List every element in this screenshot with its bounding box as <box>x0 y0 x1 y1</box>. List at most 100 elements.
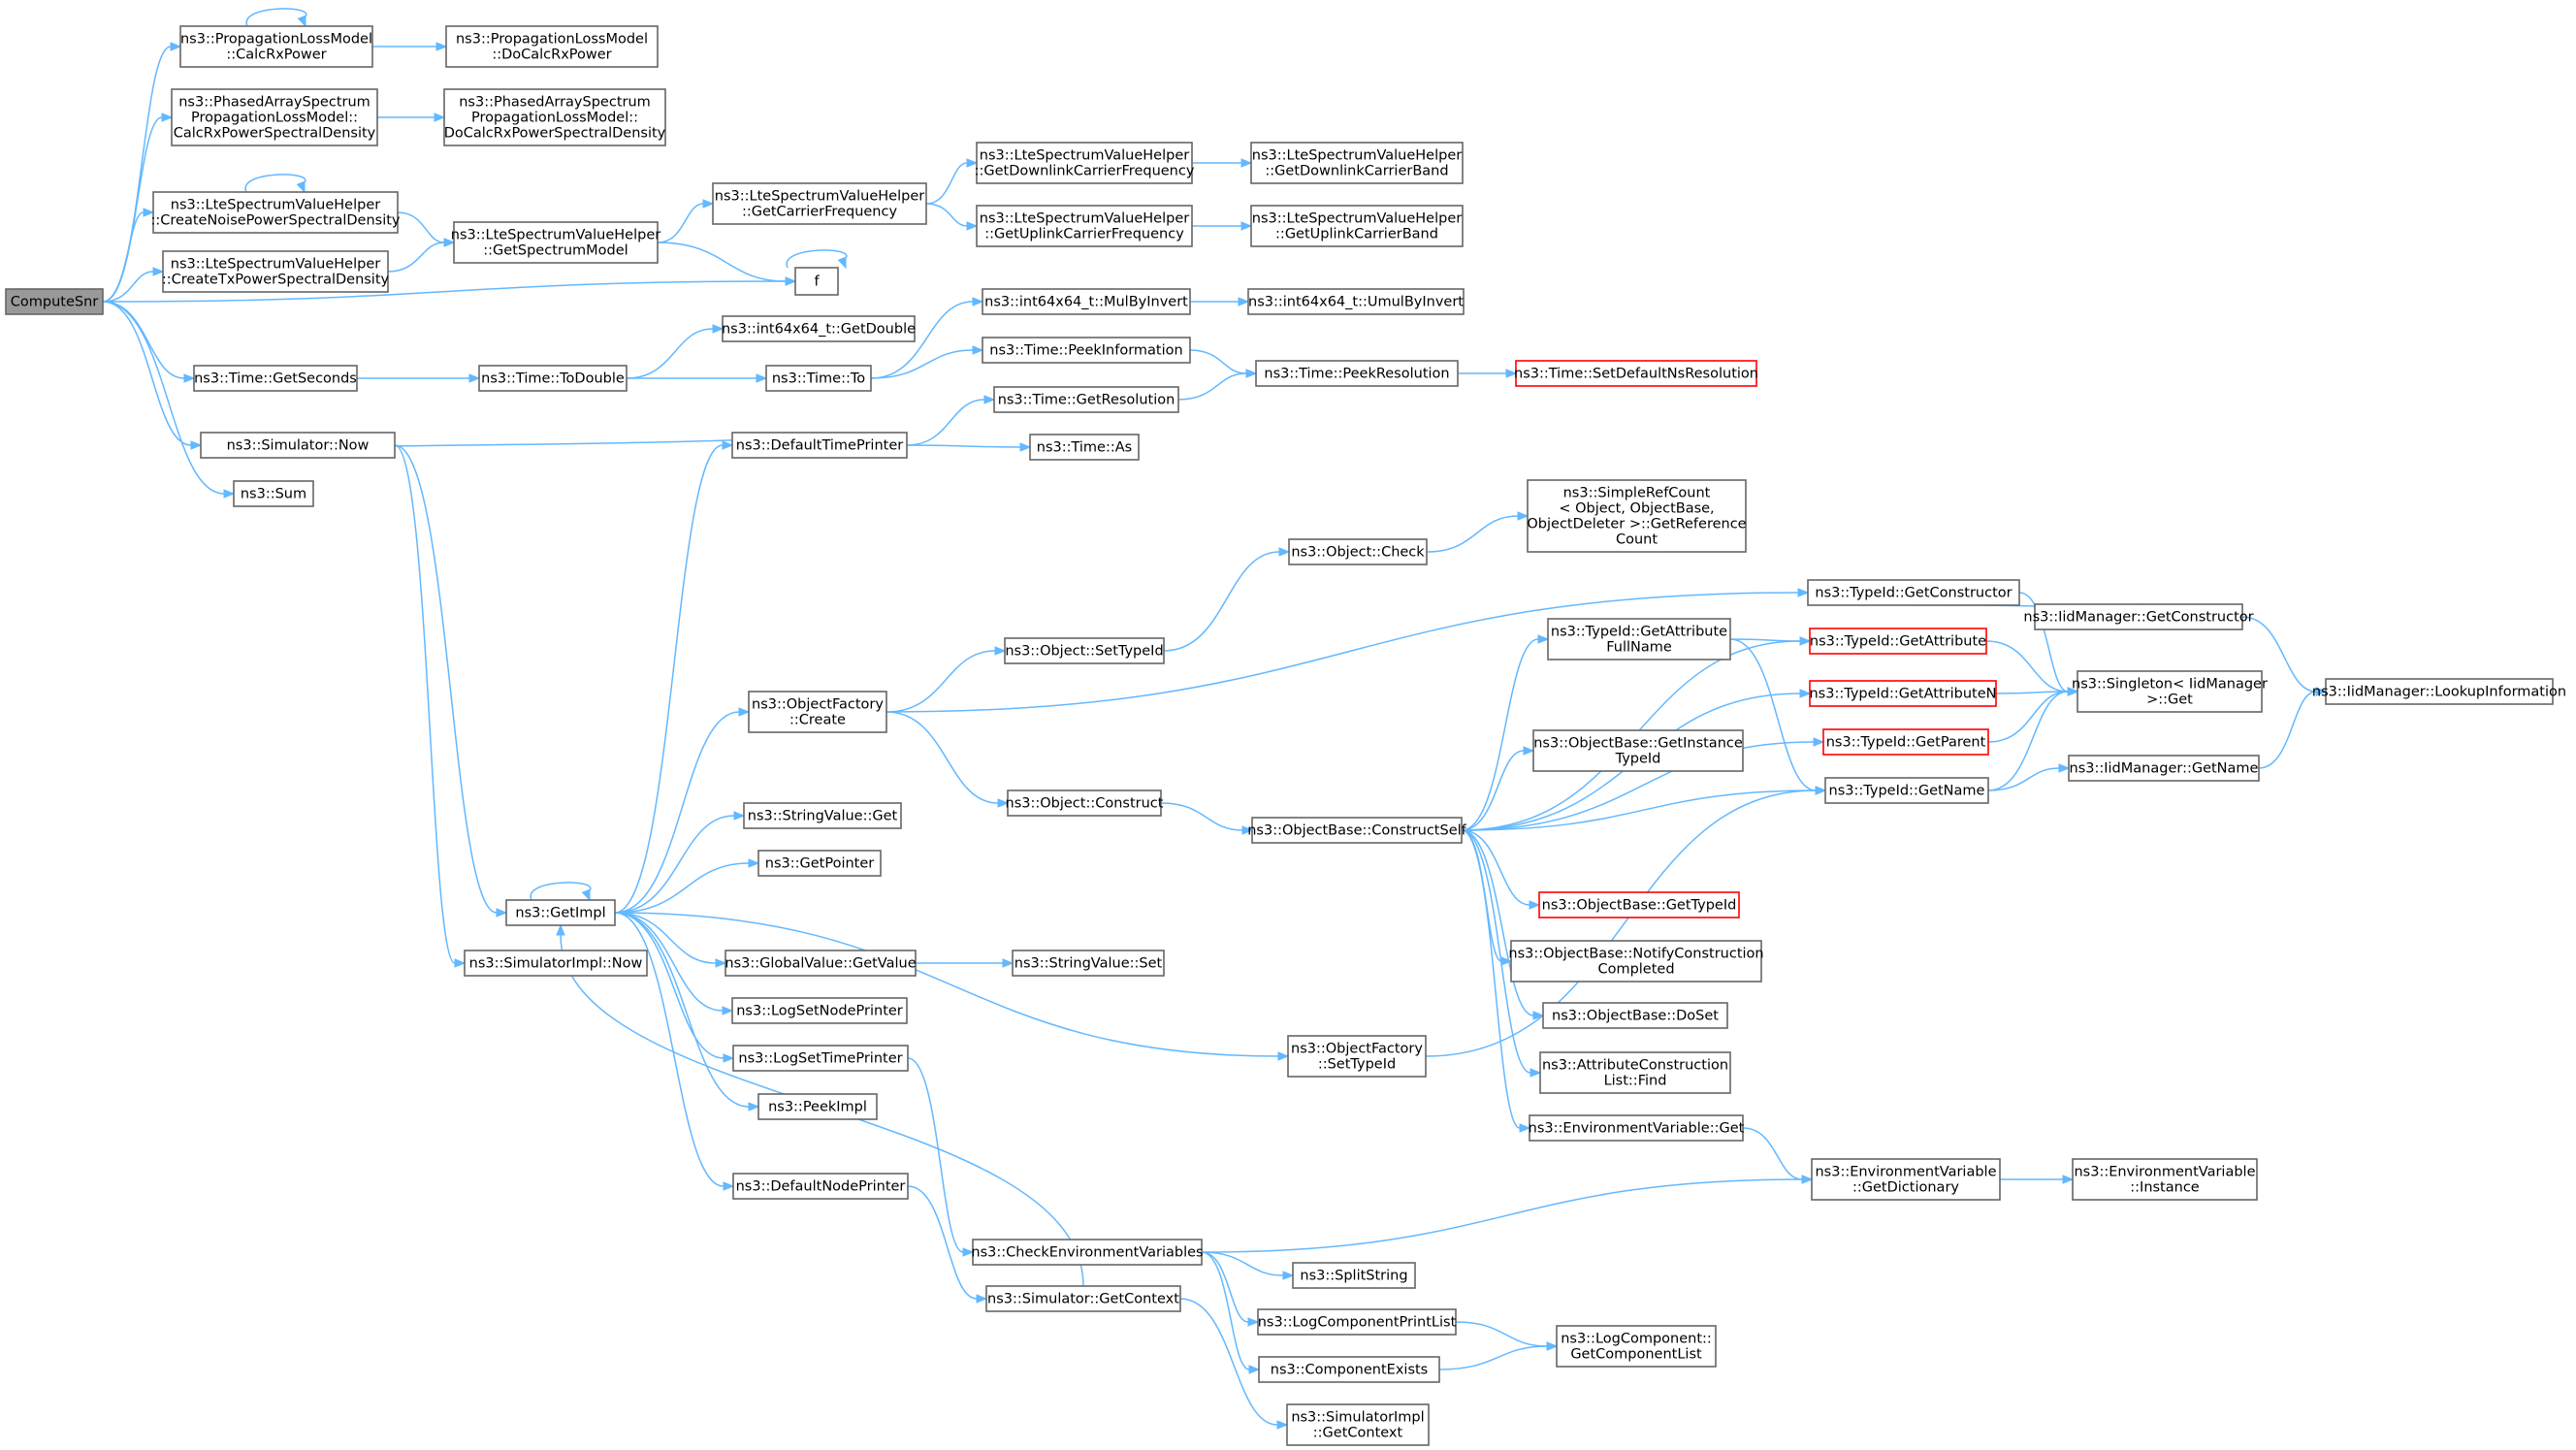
edge-line <box>1163 551 1280 652</box>
node-objfactory-settypeid[interactable]: ns3::ObjectFactory::SetTypeId <box>1287 1035 1427 1078</box>
node-componentexists[interactable]: ns3::ComponentExists <box>1258 1356 1440 1383</box>
node-obj-check[interactable]: ns3::Object::Check <box>1288 538 1428 565</box>
node-objbase-constructself[interactable]: ns3::ObjectBase::ConstructSelf <box>1247 817 1467 844</box>
node-box <box>171 88 378 146</box>
edge-time-todouble-to-time-to <box>627 373 768 383</box>
edge-checkenvvars-to-componentexists <box>1201 1251 1261 1374</box>
node-simimpl-now[interactable]: ns3::SimulatorImpl::Now <box>464 950 648 977</box>
node-peekimpl[interactable]: ns3::PeekImpl <box>757 1093 878 1120</box>
node-label: ns3::Time::To <box>772 371 865 387</box>
node-label: ns3::PeekImpl <box>768 1100 867 1115</box>
node-plm-calcrxpower[interactable]: ns3::PropagationLossModel::CalcRxPower <box>179 25 373 68</box>
node-envvar-instance[interactable]: ns3::EnvironmentVariable::Instance <box>2072 1158 2258 1201</box>
node-lte-getcarrierfreq[interactable]: ns3::LteSpectrumValueHelper::GetCarrierF… <box>712 182 927 225</box>
edge-line <box>1995 691 2069 694</box>
node-obj-settypeid[interactable]: ns3::Object::SetTypeId <box>1004 637 1165 664</box>
node-typeid-getconstructor[interactable]: ns3::TypeId::GetConstructor <box>1807 579 2020 606</box>
node-objbase-doset[interactable]: ns3::ObjectBase::DoSet <box>1542 1002 1728 1029</box>
node-plm-docalcrxpower[interactable]: ns3::PropagationLossModel::DoCalcRxPower <box>445 25 659 68</box>
node-typeid-getattribute[interactable]: ns3::TypeId::GetAttribute <box>1809 628 1987 655</box>
node-pas-docalcpsd[interactable]: ns3::PhasedArraySpectrumPropagationLossM… <box>443 88 666 146</box>
node-computesnr[interactable]: ComputeSnr <box>5 288 104 315</box>
node-simplerefcount[interactable]: ns3::SimpleRefCount< Object, ObjectBase,… <box>1527 479 1747 553</box>
node-label: ::Create <box>789 713 846 728</box>
node-defaultnodeprinter[interactable]: ns3::DefaultNodePrinter <box>732 1173 909 1200</box>
edge-line <box>1987 691 2069 791</box>
edge-arrowhead <box>723 1053 735 1063</box>
node-sim-getcontext[interactable]: ns3::Simulator::GetContext <box>985 1285 1181 1312</box>
edge-line <box>1461 829 1534 1016</box>
node-label: Completed <box>1597 962 1674 978</box>
node-objbase-gettypeid[interactable]: ns3::ObjectBase::GetTypeId <box>1538 891 1740 918</box>
node-time-peekinformation[interactable]: ns3::Time::PeekInformation <box>982 337 1191 364</box>
edge-arrowhead <box>1537 634 1550 644</box>
node-objfactory-create[interactable]: ns3::ObjectFactory::Create <box>748 691 887 733</box>
node-checkenvvars[interactable]: ns3::CheckEnvironmentVariables <box>971 1239 1204 1266</box>
node-lte-getulcarrierfreq[interactable]: ns3::LteSpectrumValueHelper::GetUplinkCa… <box>976 205 1193 247</box>
node-pas-calcpsd[interactable]: ns3::PhasedArraySpectrumPropagationLossM… <box>171 88 378 146</box>
node-iidmgr-lookup[interactable]: ns3::IidManager::LookupInformation <box>2312 678 2566 705</box>
node-defaulttimeprinter[interactable]: ns3::DefaultTimePrinter <box>731 432 908 459</box>
node-obj-construct[interactable]: ns3::Object::Construct <box>1006 789 1164 817</box>
node-lte-getspectrummodel[interactable]: ns3::LteSpectrumValueHelper::GetSpectrum… <box>451 221 660 264</box>
node-label: ns3::TypeId::GetAttribute <box>1551 625 1727 640</box>
edge-arrowhead <box>454 958 467 968</box>
node-envvar-getdictionary[interactable]: ns3::EnvironmentVariable::GetDictionary <box>1811 1158 2001 1201</box>
edge-line <box>1160 802 1243 831</box>
node-label: ns3::TypeId::GetAttributeN <box>1809 687 1996 702</box>
node-envvar-get[interactable]: ns3::EnvironmentVariable::Get <box>1529 1114 1745 1142</box>
node-int-mulbyinvert[interactable]: ns3::int64x64_t::MulByInvert <box>982 288 1191 315</box>
node-typeid-getattributen[interactable]: ns3::TypeId::GetAttributeN <box>1809 680 1997 707</box>
node-lte-getulcarrierband[interactable]: ns3::LteSpectrumValueHelper::GetUplinkCa… <box>1250 205 1464 247</box>
node-time-getresolution[interactable]: ns3::Time::GetResolution <box>993 386 1179 413</box>
node-time-getseconds[interactable]: ns3::Time::GetSeconds <box>193 365 358 392</box>
node-logsetnodeprinter[interactable]: ns3::LogSetNodePrinter <box>731 997 908 1024</box>
node-int-umulbyinvert[interactable]: ns3::int64x64_t::UmulByInvert <box>1247 288 1465 315</box>
node-box <box>724 950 917 977</box>
node-int-getdouble[interactable]: ns3::int64x64_t::GetDouble <box>722 315 916 342</box>
node-f[interactable]: f <box>794 267 839 296</box>
node-logcomponentprintlist[interactable]: ns3::LogComponentPrintList <box>1257 1308 1457 1336</box>
node-globalvalue-getvalue[interactable]: ns3::GlobalValue::GetValue <box>724 950 917 977</box>
node-iidmgr-getconstructor[interactable]: ns3::IidManager::GetConstructor <box>2023 603 2254 630</box>
node-label: ns3::SplitString <box>1300 1269 1407 1284</box>
node-getimpl[interactable]: ns3::GetImpl <box>505 899 616 926</box>
node-sim-now[interactable]: ns3::Simulator::Now <box>200 432 396 459</box>
edge-line <box>614 815 735 914</box>
node-label: ns3::Simulator::GetContext <box>987 1292 1179 1307</box>
node-lte-createnoise[interactable]: ns3::LteSpectrumValueHelper::CreateNoise… <box>151 191 401 234</box>
node-time-as[interactable]: ns3::Time::As <box>1029 434 1140 461</box>
edge-arrowhead <box>723 1181 735 1191</box>
node-simimpl-getcontext[interactable]: ns3::SimulatorImpl::GetContext <box>1286 1403 1430 1446</box>
node-lte-getdlcarrierfreq[interactable]: ns3::LteSpectrumValueHelper::GetDownlink… <box>975 142 1195 184</box>
node-time-to[interactable]: ns3::Time::To <box>765 365 872 392</box>
node-typeid-getname[interactable]: ns3::TypeId::GetName <box>1824 777 1989 804</box>
node-singleton-get[interactable]: ns3::Singleton< IidManager>::Get <box>2072 670 2268 713</box>
node-objbase-notifyconstruction[interactable]: ns3::ObjectBase::NotifyConstructionCompl… <box>1508 940 1764 983</box>
node-splitstring[interactable]: ns3::SplitString <box>1292 1262 1416 1289</box>
edge-arrowhead <box>1530 1068 1542 1078</box>
node-iidmgr-getname[interactable]: ns3::IidManager::GetName <box>2068 755 2260 782</box>
node-logsettimeprinter[interactable]: ns3::LogSetTimePrinter <box>732 1045 909 1072</box>
node-time-peekresolution[interactable]: ns3::Time::PeekResolution <box>1255 360 1459 387</box>
node-getpointer[interactable]: ns3::GetPointer <box>757 850 882 877</box>
node-logcomponent-getlist[interactable]: ns3::LogComponent::GetComponentList <box>1556 1325 1717 1368</box>
node-time-setdefaultnsres[interactable]: ns3::Time::SetDefaultNsResolution <box>1514 360 1758 387</box>
node-box <box>1510 940 1762 983</box>
node-box <box>722 315 916 342</box>
node-time-todouble[interactable]: ns3::Time::ToDouble <box>478 365 628 392</box>
edge-objbase-constructself-to-typeid-getname <box>1461 786 1827 831</box>
edge-line <box>1461 829 1521 1129</box>
node-stringvalue-set[interactable]: ns3::StringValue::Set <box>1012 950 1165 977</box>
node-lte-createtx[interactable]: ns3::LteSpectrumValueHelper::CreateTxPow… <box>162 250 390 293</box>
node-label: ComputeSnr <box>11 295 99 310</box>
edge-arrowhead <box>190 440 203 450</box>
node-stringvalue-get[interactable]: ns3::StringValue::Get <box>743 802 902 829</box>
node-typeid-getparent[interactable]: ns3::TypeId::GetParent <box>1822 728 1989 756</box>
node-sum[interactable]: ns3::Sum <box>233 480 314 507</box>
node-lte-getdlcarrierband[interactable]: ns3::LteSpectrumValueHelper::GetDownlink… <box>1250 142 1464 184</box>
node-box <box>505 899 616 926</box>
